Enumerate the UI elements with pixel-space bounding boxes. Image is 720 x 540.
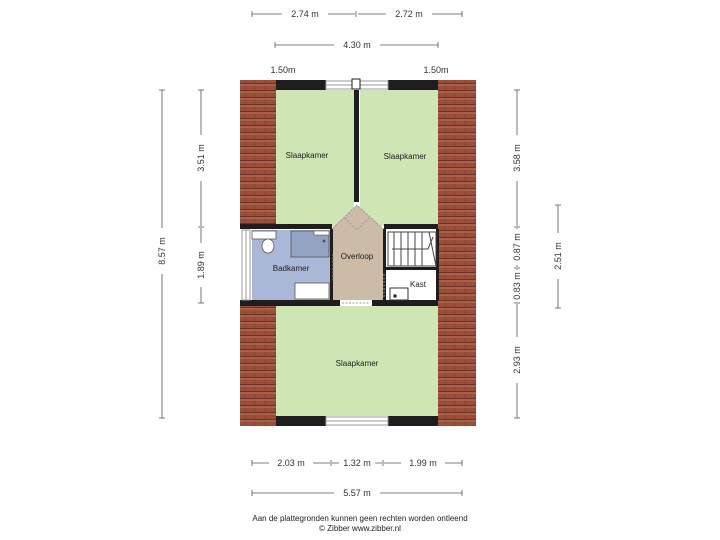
footer-disclaimer: Aan de plattegronden kunnen geen rechten… <box>252 514 468 523</box>
dim-left-overall: 8.57 m <box>157 237 167 265</box>
room-label-bedroom-top-right: Slaapkamer <box>384 152 427 161</box>
roof-right-stair <box>438 228 476 304</box>
roof-left-upper <box>240 80 276 228</box>
bedroom-top-right-area <box>360 90 438 226</box>
room-label-bathroom: Badkamer <box>273 264 310 273</box>
dim-right-kast: 0.83 m <box>512 272 522 300</box>
dim-right-stair: 0.87 m <box>512 233 522 261</box>
footer-credit: © Zibber www.zibber.nl <box>319 524 401 533</box>
dim-top-right: 2.72 m <box>395 9 423 19</box>
dim-bottom-left: 2.03 m <box>277 458 305 468</box>
bedroom-top-left-area <box>276 90 354 226</box>
door-swings <box>332 204 385 304</box>
dim-bottom-overall: 5.57 m <box>343 488 371 498</box>
room-label-closet: Kast <box>410 280 427 289</box>
dim-window-left: 1.50m <box>270 65 295 75</box>
dim-bottom-right: 1.99 m <box>409 458 437 468</box>
dim-window-right: 1.50m <box>423 65 448 75</box>
dim-left-upper: 3.51 m <box>196 144 206 172</box>
dim-left-middle: 1.89 m <box>196 251 206 279</box>
dim-right-upper: 3.58 m <box>512 144 522 172</box>
dim-right-lower: 2.93 m <box>512 346 522 374</box>
staircase <box>387 231 437 267</box>
room-label-bedroom-bottom: Slaapkamer <box>336 359 379 368</box>
chimney <box>351 78 361 90</box>
bedroom-bottom-area <box>276 306 438 416</box>
roof-left-lower <box>240 304 276 426</box>
dim-top-left: 2.74 m <box>291 9 319 19</box>
walls <box>240 80 439 426</box>
dim-bottom-middle: 1.32 m <box>343 458 371 468</box>
room-label-bedroom-top-left: Slaapkamer <box>286 151 329 160</box>
landing-area <box>331 205 384 300</box>
dim-top-overall: 4.30 m <box>343 40 371 50</box>
room-label-landing: Overloop <box>341 252 374 261</box>
dim-right-far: 2.51 m <box>553 242 563 270</box>
bathroom-fixtures <box>251 230 330 300</box>
closet-appliance <box>389 287 409 301</box>
dimension-labels: 2.74 m 2.72 m 4.30 m 1.50m 1.50m 8.57 m … <box>155 8 565 499</box>
